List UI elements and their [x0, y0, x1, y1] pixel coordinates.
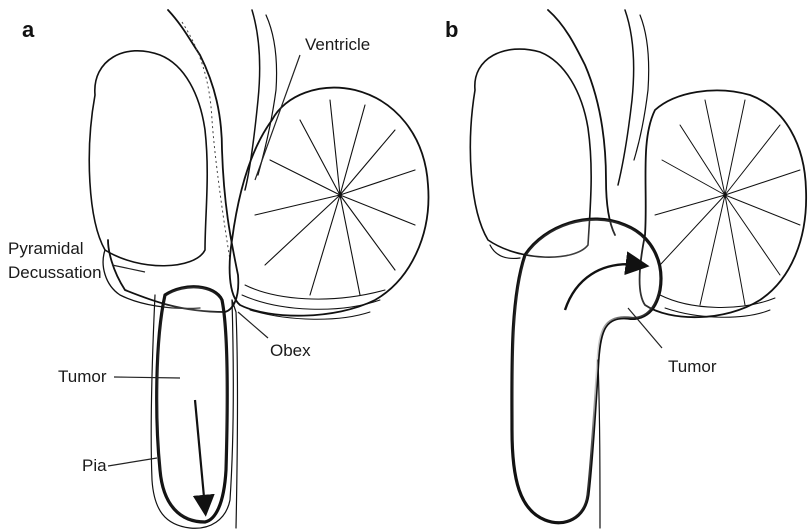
cerebellum-a: [230, 88, 429, 320]
label-ventricle: Ventricle: [305, 35, 370, 54]
tumor-b: [512, 219, 661, 528]
panel-b: b Tumor: [445, 10, 806, 528]
pons-dome-a: [89, 51, 207, 266]
cerebellum-b: [640, 90, 807, 317]
panel-b-letter: b: [445, 17, 458, 42]
label-obex: Obex: [270, 341, 311, 360]
tumor-a: [151, 287, 237, 528]
panel-a: a: [8, 10, 428, 528]
obex-leader: [238, 312, 268, 338]
pyramidal-leader: [112, 265, 145, 272]
brainstem-b: [490, 10, 649, 258]
label-tumor-b: Tumor: [668, 357, 717, 376]
label-tumor-a: Tumor: [58, 367, 107, 386]
label-pyramidal-line1: Pyramidal: [8, 239, 84, 258]
label-pyramidal-line2: Decussation: [8, 263, 102, 282]
ventricle-leader: [255, 55, 300, 180]
pia-leader: [108, 458, 157, 466]
label-pia: Pia: [82, 456, 107, 475]
panel-a-letter: a: [22, 17, 35, 42]
